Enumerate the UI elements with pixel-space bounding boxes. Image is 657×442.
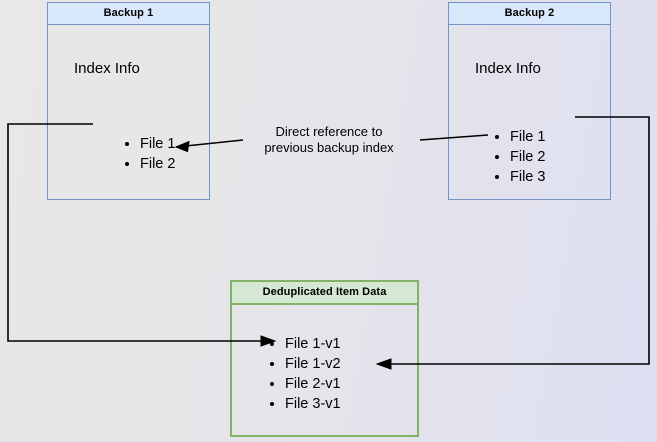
dedup-title: Deduplicated Item Data — [232, 282, 417, 305]
list-item: File 1-v1 — [285, 334, 341, 354]
list-item: File 2-v1 — [285, 374, 341, 394]
direct-reference-caption: Direct reference to previous backup inde… — [264, 124, 394, 155]
deduplicated-item-data-node[interactable]: Deduplicated Item Data File 1-v1 File 1-… — [230, 280, 419, 437]
backup-1-node[interactable]: Backup 1 Index Info File 1 File 2 — [47, 2, 210, 200]
dedup-body: File 1-v1 File 1-v2 File 2-v1 File 3-v1 — [232, 305, 417, 435]
list-item: File 2 — [140, 154, 175, 174]
backup-2-node[interactable]: Backup 2 Index Info File 1 File 2 File 3 — [448, 2, 611, 200]
backup-2-file-list: File 1 File 2 File 3 — [493, 127, 545, 187]
list-item: File 2 — [510, 147, 545, 167]
list-item: File 3-v1 — [285, 394, 341, 414]
backup-2-index-label: Index Info — [475, 60, 541, 77]
list-item: File 1 — [140, 134, 175, 154]
backup-1-index-label: Index Info — [74, 60, 140, 77]
list-item: File 1 — [510, 127, 545, 147]
list-item: File 3 — [510, 167, 545, 187]
backup-1-file-list: File 1 File 2 — [123, 134, 175, 174]
dedup-item-list: File 1-v1 File 1-v2 File 2-v1 File 3-v1 — [268, 334, 341, 414]
backup-1-body: Index Info File 1 File 2 — [48, 25, 209, 199]
backup-2-body: Index Info File 1 File 2 File 3 — [449, 25, 610, 199]
backup-1-title: Backup 1 — [48, 3, 209, 25]
backup-2-title: Backup 2 — [449, 3, 610, 25]
list-item: File 1-v2 — [285, 354, 341, 374]
